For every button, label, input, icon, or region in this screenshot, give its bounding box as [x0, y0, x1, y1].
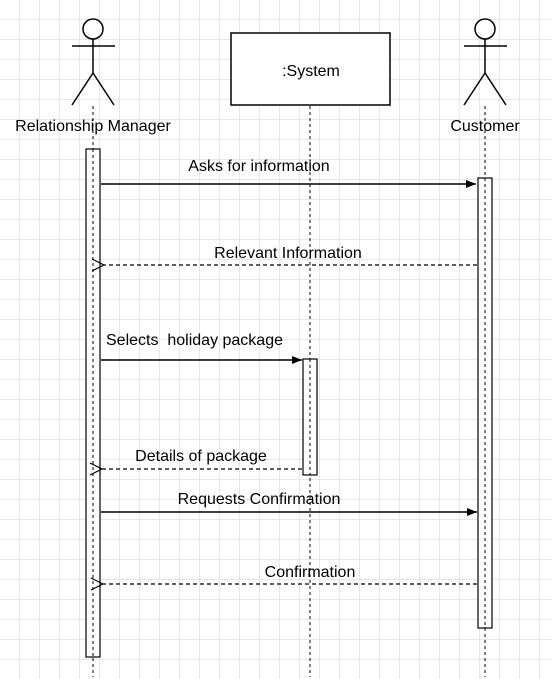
relationship-manager-actor-icon[interactable]	[71, 18, 115, 106]
details-of-package-label: Details of package	[135, 448, 267, 465]
selects-holiday-package-label: Selects holiday package	[106, 332, 283, 349]
relationship-manager-label: Relationship Manager	[15, 118, 171, 135]
customer-label: Customer	[450, 118, 520, 135]
relevant-information-label: Relevant Information	[214, 245, 362, 262]
confirmation-label: Confirmation	[265, 564, 356, 581]
system-box[interactable]	[230, 32, 391, 106]
system-label: :System	[282, 63, 340, 80]
customer-actor-icon[interactable]	[463, 18, 507, 106]
requests-confirmation-label: Requests Confirmation	[178, 491, 341, 508]
asks-for-information-label: Asks for information	[188, 158, 329, 175]
